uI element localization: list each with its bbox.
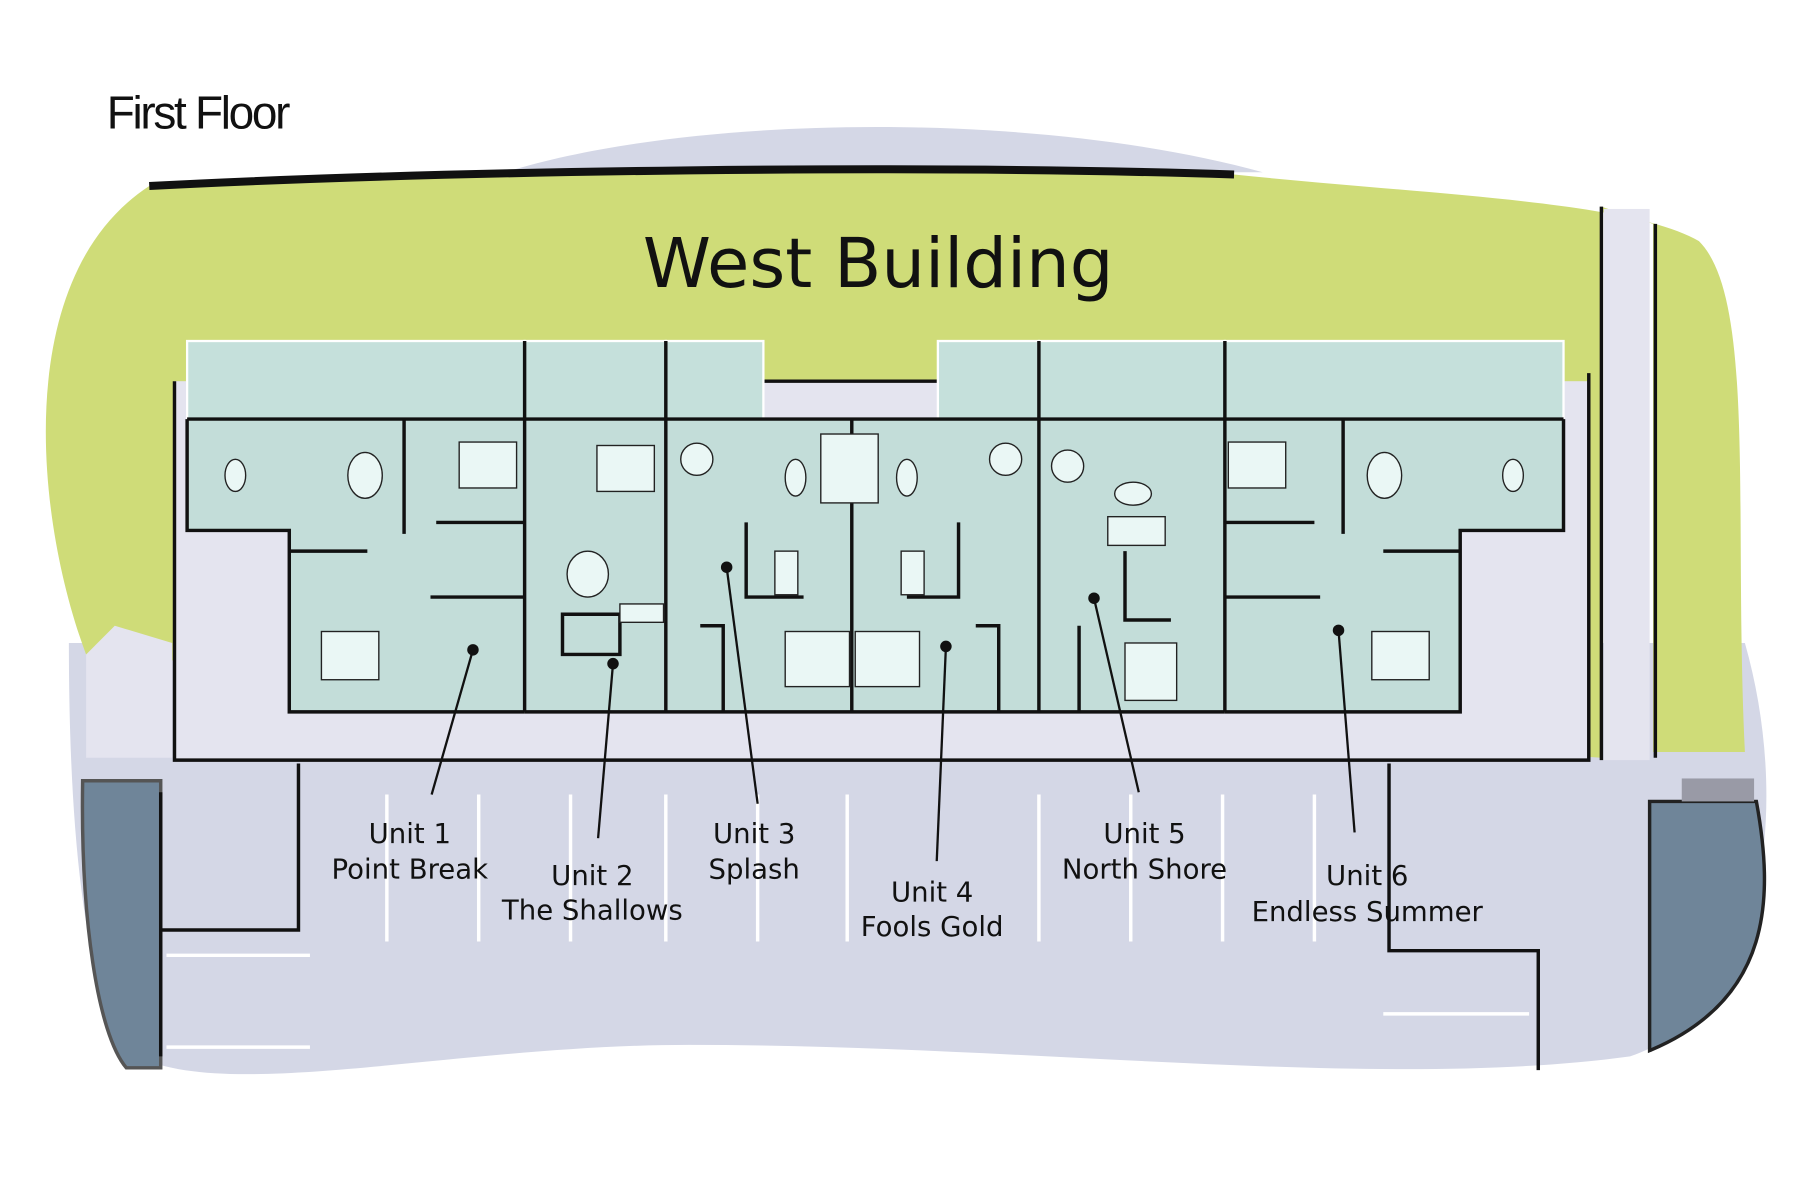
unit-name: The Shallows bbox=[501, 895, 683, 927]
unit-name: Fools Gold bbox=[861, 911, 1004, 943]
unit-number: Unit 6 bbox=[1326, 860, 1408, 892]
furniture bbox=[224, 433, 1525, 702]
top-sky-shape bbox=[505, 126, 1263, 173]
unit-number: Unit 4 bbox=[891, 876, 973, 908]
unit-name: North Shore bbox=[1062, 853, 1227, 885]
lawn-edge bbox=[149, 165, 1235, 191]
unit-name: Splash bbox=[709, 853, 800, 885]
balconies bbox=[185, 339, 1565, 421]
curb-line bbox=[1387, 763, 1540, 1071]
unit-3-label[interactable]: Unit 3 Splash bbox=[709, 818, 800, 886]
unit-number: Unit 5 bbox=[1103, 818, 1185, 850]
slate-block-left bbox=[80, 779, 163, 1070]
unit-number: Unit 3 bbox=[713, 818, 795, 850]
unit-number: Unit 1 bbox=[369, 818, 451, 850]
slate-block-right bbox=[1647, 799, 1767, 1054]
unit-5-label[interactable]: Unit 5 North Shore bbox=[1062, 818, 1227, 886]
unit-1-label[interactable]: Unit 1 Point Break bbox=[332, 818, 489, 886]
unit-walls bbox=[185, 341, 1566, 714]
unit-leaders bbox=[430, 561, 1356, 862]
unit-name: Point Break bbox=[332, 853, 489, 885]
unit-number: Unit 2 bbox=[551, 860, 633, 892]
unit-2-label[interactable]: Unit 2 The Shallows bbox=[501, 860, 683, 926]
slate-cap-right bbox=[1681, 778, 1755, 802]
curb-line bbox=[160, 763, 301, 932]
building-outline bbox=[172, 373, 1591, 762]
floor-label: First Floor bbox=[107, 87, 290, 139]
unit-4-label[interactable]: Unit 4 Fools Gold bbox=[861, 876, 1004, 942]
lawn-corner-left bbox=[86, 625, 173, 758]
unit-6-label[interactable]: Unit 6 Endless Summer bbox=[1252, 860, 1484, 928]
drive-lane bbox=[1603, 208, 1650, 761]
building-title: West Building bbox=[643, 224, 1114, 304]
parking-stripes bbox=[166, 794, 1530, 1049]
unit-name: Endless Summer bbox=[1252, 896, 1484, 928]
